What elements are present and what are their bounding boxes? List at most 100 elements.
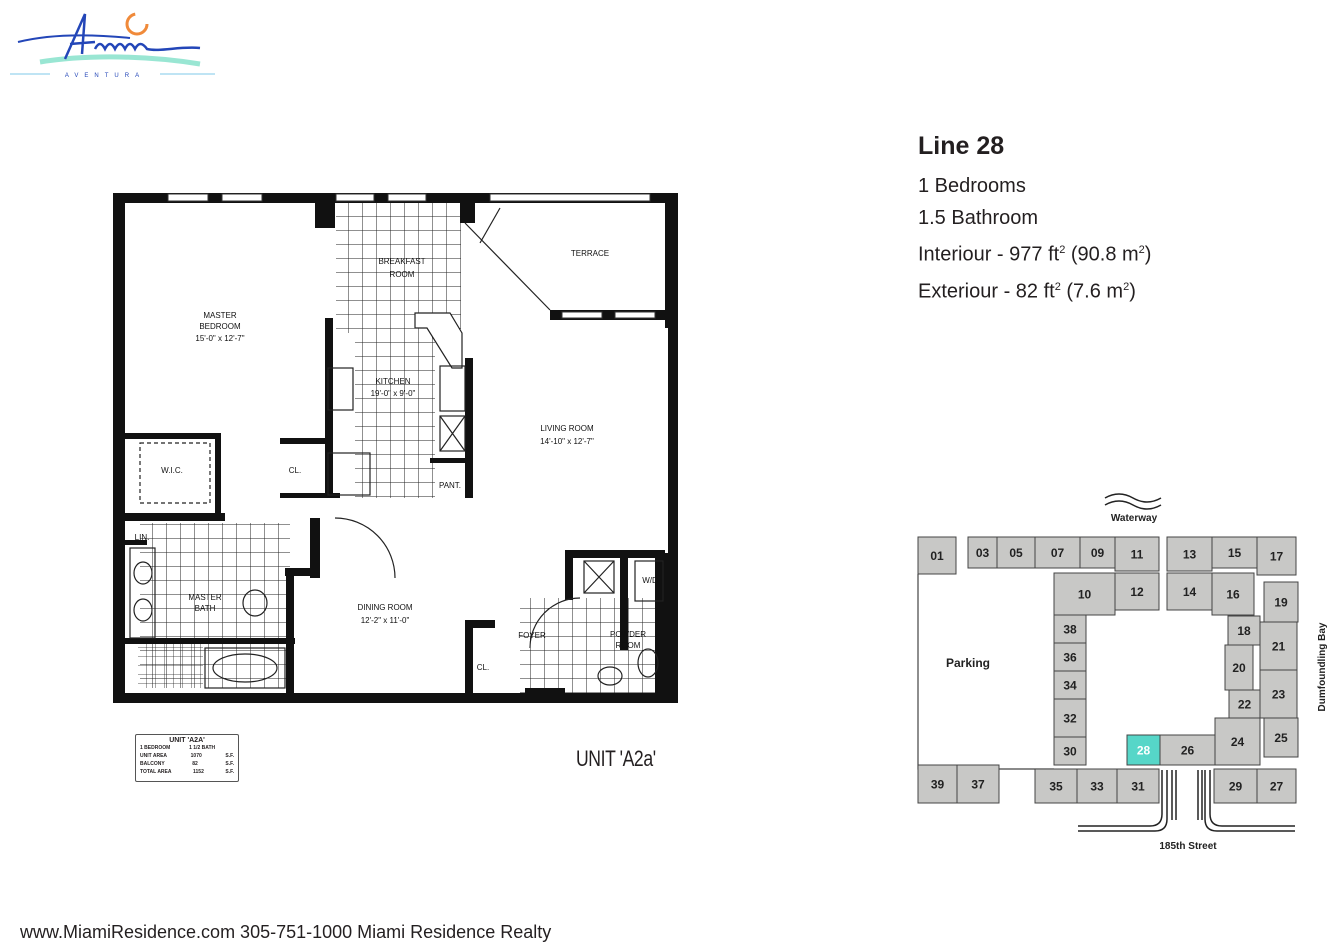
room-master-bedroom: MASTER <box>203 311 237 320</box>
table-cell: S.F. <box>225 753 234 759</box>
unit-28: 28 <box>1126 734 1161 766</box>
unit-number: 29 <box>1229 780 1243 794</box>
unit-16: 16 <box>1211 572 1255 616</box>
unit-shape <box>1214 717 1261 766</box>
unit-number: 17 <box>1270 550 1284 564</box>
unit-shape <box>1263 717 1299 758</box>
unit-29: 29 <box>1213 768 1258 804</box>
unit-number: 21 <box>1272 640 1286 654</box>
room-powder: POWDER <box>610 630 646 639</box>
waterway-icon <box>1104 493 1162 510</box>
unit-shape <box>1114 536 1160 572</box>
table-cell: 1 BEDROOM <box>140 745 171 751</box>
unit-number: 25 <box>1274 731 1288 745</box>
unit-number: 35 <box>1049 780 1063 794</box>
room-master-bedroom-2: BEDROOM <box>199 322 241 331</box>
sup: 2 <box>1138 244 1145 256</box>
room-wic: W.I.C. <box>161 466 183 475</box>
site-plan: Waterway Parking Dumfoundling Bay 185th … <box>900 488 1327 863</box>
room-foyer: FOYER <box>518 631 546 640</box>
alagua-logo: AVENTURA <box>10 4 220 84</box>
unit-32: 32 <box>1053 698 1087 738</box>
unit-number: 31 <box>1131 780 1145 794</box>
unit-14: 14 <box>1166 572 1213 611</box>
unit-shape <box>1224 644 1254 691</box>
unit-name: UNIT 'A2a' <box>576 746 656 771</box>
unit-21: 21 <box>1259 621 1298 671</box>
unit-shape <box>1079 536 1116 569</box>
table-cell: S.F. <box>225 769 234 775</box>
interior-metric: (90.8 m <box>1065 243 1139 266</box>
unit-shape <box>1053 614 1087 644</box>
unit-shape <box>1166 536 1213 572</box>
unit-shape <box>1211 536 1258 569</box>
unit-shape <box>996 536 1036 569</box>
unit-23: 23 <box>1259 669 1298 719</box>
unit-number: 20 <box>1232 661 1246 675</box>
room-terrace: TERRACE <box>571 249 609 258</box>
paren: ) <box>1144 243 1152 266</box>
unit-24: 24 <box>1214 717 1261 766</box>
unit-33: 33 <box>1076 768 1118 804</box>
unit-number: 13 <box>1183 548 1197 562</box>
room-breakfast: BREAKFAST <box>378 257 425 266</box>
bathrooms: 1.5 Bathroom <box>918 207 1039 229</box>
room-washer-dryer: W/D <box>642 576 658 585</box>
unit-18: 18 <box>1227 615 1261 646</box>
exterior-metric: (7.6 m <box>1060 280 1124 303</box>
unit-shape <box>1256 536 1297 576</box>
unit-27: 27 <box>1256 768 1297 804</box>
unit-shape <box>1116 768 1160 804</box>
unit-number: 27 <box>1270 780 1284 794</box>
unit-number: 03 <box>976 546 990 560</box>
sup: 2 <box>1123 280 1130 293</box>
line-title: Line 28 <box>918 132 1005 160</box>
unit-info: Line 28 1 Bedrooms 1.5 Bathroom Interiou… <box>918 132 1151 307</box>
room-living-dim: 14'-10" x 12'-7" <box>540 437 594 446</box>
table-cell: UNIT AREA <box>140 753 168 759</box>
unit-30: 30 <box>1053 736 1087 766</box>
room-breakfast-2: ROOM <box>390 270 415 279</box>
street-label: 185th Street <box>1159 841 1217 852</box>
unit-shape <box>1166 572 1213 611</box>
sup: 2 <box>1054 280 1061 293</box>
room-master-bedroom-dim: 15'-0" x 12'-7" <box>195 334 244 343</box>
unit-15: 15 <box>1211 536 1258 569</box>
unit-shape <box>1076 768 1118 804</box>
bay-label: Dumfoundling Bay <box>1317 622 1327 711</box>
exterior-area: Exteriour - 82 ft2 (7.6 m2) <box>918 271 1151 308</box>
unit-number: 15 <box>1228 546 1242 560</box>
unit-shape <box>967 536 998 569</box>
unit-shape <box>1228 689 1261 719</box>
unit-34: 34 <box>1053 670 1087 700</box>
table-cell: S.F. <box>225 761 234 767</box>
table-cell: 1 1/2 BATH <box>189 745 216 751</box>
room-powder-2: ROOM <box>616 641 641 650</box>
unit-10: 10 <box>1053 572 1116 616</box>
unit-number: 18 <box>1237 624 1251 638</box>
unit-26: 26 <box>1159 734 1216 766</box>
waterway-label: Waterway <box>1111 513 1158 524</box>
unit-number: 16 <box>1226 588 1240 602</box>
table-cell: 1152 <box>193 769 204 775</box>
floor-plan: MASTER BEDROOM 15'-0" x 12'-7" BREAKFAST… <box>110 188 685 713</box>
logo-subtitle: AVENTURA <box>65 73 145 79</box>
unit-13: 13 <box>1166 536 1213 572</box>
exterior-text: Exteriour - 82 ft <box>918 280 1055 303</box>
unit-number: 30 <box>1063 745 1077 759</box>
table-heading: UNIT 'A2A' <box>169 737 205 744</box>
street-lines <box>1078 770 1295 832</box>
room-dining-dim: 12'-2" x 11'-0" <box>361 616 410 625</box>
paren: ) <box>1129 280 1136 303</box>
unit-09: 09 <box>1079 536 1116 569</box>
room-linen: LIN. <box>135 533 150 542</box>
unit-number: 12 <box>1130 585 1144 599</box>
unit-number: 01 <box>930 549 944 563</box>
unit-shape <box>1053 572 1116 616</box>
unit-36: 36 <box>1053 642 1087 672</box>
unit-03: 03 <box>967 536 998 569</box>
interior-area: Interiour - 977 ft2 (90.8 m2) <box>918 234 1151 271</box>
